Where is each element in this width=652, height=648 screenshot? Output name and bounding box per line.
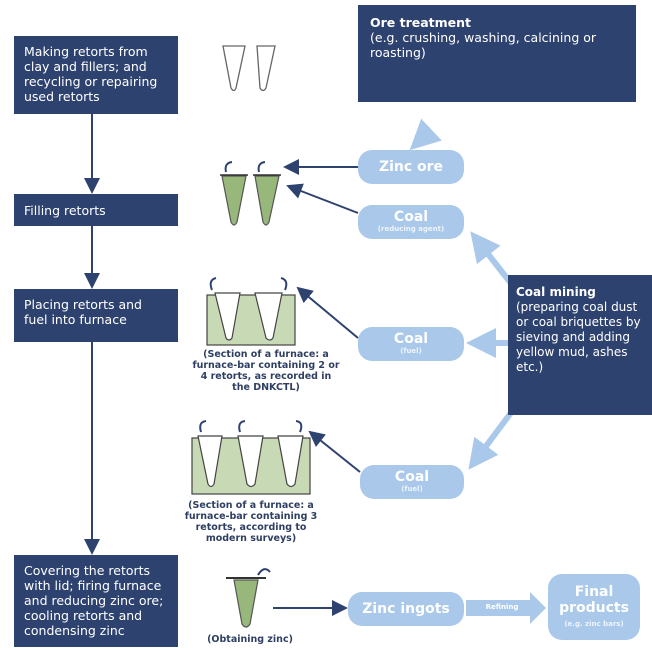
step-making-text: Making retorts from clay and fillers; an… bbox=[24, 44, 158, 104]
lidded-retort-icon bbox=[226, 568, 271, 628]
coal3-to-furnace2-arrow bbox=[308, 430, 361, 473]
coal-fuel-2-sub: (fuel) bbox=[401, 485, 423, 493]
final-products-sub: (e.g. zinc bars) bbox=[564, 620, 624, 628]
zinc-ore-pill: Zinc ore bbox=[358, 150, 464, 184]
zinc-ore-label: Zinc ore bbox=[378, 159, 444, 175]
furnace-1-icon bbox=[206, 277, 296, 346]
step-placing-retorts: Placing retorts and fuel into furnace bbox=[14, 289, 178, 342]
step-covering-retorts: Covering the retorts with lid; firing fu… bbox=[14, 555, 178, 647]
step-filling-retorts: Filling retorts bbox=[14, 194, 178, 226]
obtaining-zinc-caption: (Obtaining zinc) bbox=[207, 634, 293, 645]
refining-arrow bbox=[466, 592, 546, 624]
mining-to-coal1-arrow bbox=[470, 231, 516, 288]
coal-mining-detail: (preparing coal dust or coal briquettes … bbox=[516, 300, 641, 374]
final-products-label: Final products bbox=[559, 584, 629, 616]
furnace-2-icon bbox=[191, 420, 311, 495]
coal-reducing-pill: Coal (reducing agent) bbox=[358, 205, 464, 239]
coal-fuel-pill-2: Coal (fuel) bbox=[360, 465, 464, 499]
filled-retorts-icon bbox=[220, 161, 281, 226]
zinc-ingots-label: Zinc ingots bbox=[362, 601, 450, 617]
empty-retorts-icon bbox=[222, 45, 276, 92]
final-products-pill: Final products (e.g. zinc bars) bbox=[548, 574, 640, 640]
ore-treatment-detail: (e.g. crushing, washing, calcining or ro… bbox=[370, 30, 597, 60]
refining-label: Refining bbox=[485, 603, 519, 611]
step-making-retorts: Making retorts from clay and fillers; an… bbox=[14, 36, 178, 114]
furnace-1-caption: (Section of a furnace: a furnace-bar con… bbox=[192, 349, 340, 393]
mining-to-coal3-arrow bbox=[468, 408, 516, 470]
coal-fuel-1-sub: (fuel) bbox=[400, 347, 422, 355]
step-placing-text: Placing retorts and fuel into furnace bbox=[24, 297, 142, 327]
ore-treatment-title: Ore treatment bbox=[370, 15, 472, 30]
coal-fuel-1-label: Coal bbox=[393, 331, 429, 347]
coal-fuel-2-label: Coal bbox=[394, 469, 430, 485]
ore-treatment-box: Ore treatment (e.g. crushing, washing, c… bbox=[358, 5, 636, 102]
coal1-to-retorts-arrow bbox=[286, 183, 359, 214]
coal-mining-box: Coal mining (preparing coal dust or coal… bbox=[508, 275, 652, 415]
coal-reducing-sub: (reducing agent) bbox=[377, 225, 445, 233]
furnace-2-caption: (Section of a furnace: a furnace-bar con… bbox=[184, 500, 318, 544]
step-covering-text: Covering the retorts with lid; firing fu… bbox=[24, 563, 164, 638]
ore-to-zinc-arrow bbox=[409, 118, 442, 151]
coal-reducing-label: Coal bbox=[393, 209, 429, 225]
zinc-ingots-pill: Zinc ingots bbox=[348, 592, 464, 626]
coal2-to-furnace1-arrow bbox=[296, 286, 359, 339]
step-filling-text: Filling retorts bbox=[24, 203, 106, 218]
coal-mining-title: Coal mining bbox=[516, 285, 596, 299]
coal-fuel-pill-1: Coal (fuel) bbox=[358, 327, 464, 361]
